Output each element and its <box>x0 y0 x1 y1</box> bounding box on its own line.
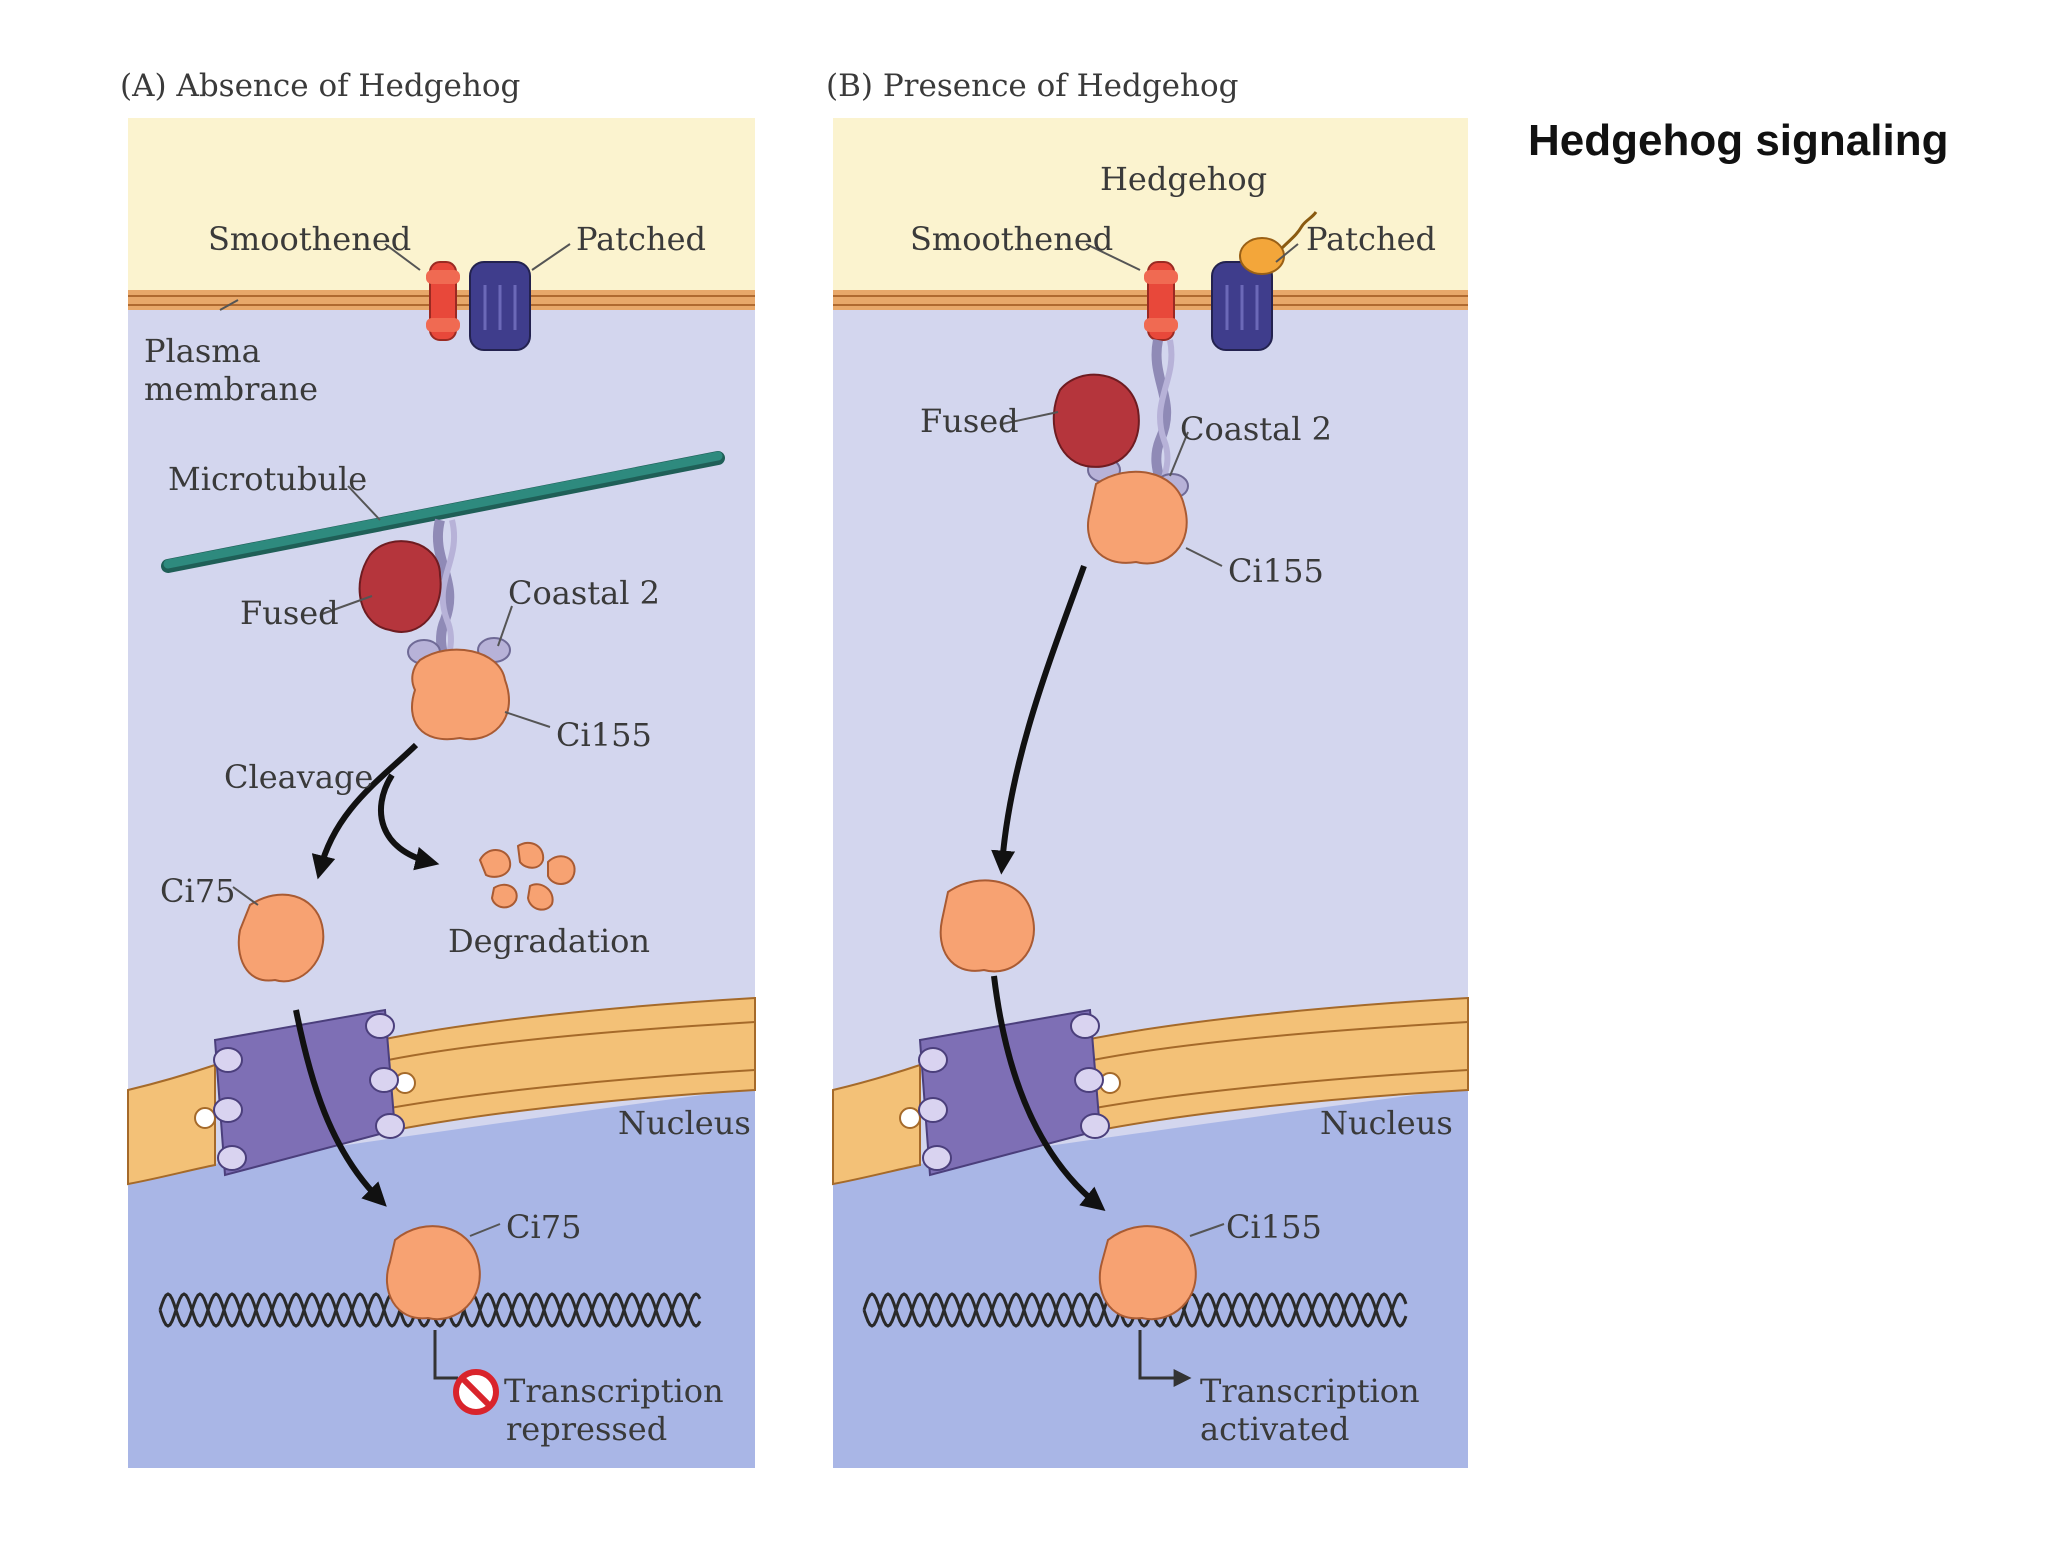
label-ci75-top: Ci75 <box>160 872 235 910</box>
panel-a-ci75-cytoplasm <box>237 893 325 983</box>
panel-b-ci155-nucleus <box>1098 1225 1197 1321</box>
panel-b-patched <box>1211 261 1273 351</box>
panel-b-fused <box>1052 373 1140 468</box>
label-smoothened-b: Smoothened <box>910 220 1113 258</box>
label-patched-b: Patched <box>1306 220 1436 258</box>
panel-a-title: (A) Absence of Hedgehog <box>120 68 520 104</box>
no-entry-icon <box>453 1369 499 1415</box>
label-ci155: Ci155 <box>556 716 652 754</box>
label-plasma: Plasma <box>144 332 261 370</box>
panel-b-ci155-mid <box>939 879 1035 973</box>
label-transcription: Transcription <box>504 1372 724 1410</box>
panel-b-nuclear-pore <box>918 1008 1110 1177</box>
panel-a-cleavage-arrow <box>311 742 419 880</box>
panel-a-degradation-fragments <box>478 841 576 911</box>
label-fused-b: Fused <box>920 402 1019 440</box>
panel-a-import-arrow <box>293 1009 387 1207</box>
panel-b-import-arrow <box>991 975 1106 1212</box>
label-membrane: membrane <box>144 370 318 408</box>
slide-title: Hedgehog signaling <box>1528 116 1949 165</box>
panel-a-nuclear-pore <box>213 1008 405 1177</box>
label-nucleus: Nucleus <box>618 1104 751 1142</box>
panel-a: (A) Absence of Hedgehog <box>120 68 756 1468</box>
panel-a-smoothened <box>426 261 460 341</box>
label-transcription-b: Transcription <box>1200 1372 1420 1410</box>
panel-b-activation-arrow <box>1138 1330 1192 1387</box>
label-cleavage: Cleavage <box>224 758 373 796</box>
label-microtubule: Microtubule <box>168 460 367 498</box>
panel-a-degradation-arrow <box>377 773 440 871</box>
panel-b-hedgehog <box>1239 211 1318 275</box>
label-repressed: repressed <box>506 1410 667 1448</box>
panel-b-title: (B) Presence of Hedgehog <box>826 68 1239 104</box>
label-ci155-b-bottom: Ci155 <box>1226 1208 1322 1246</box>
label-smoothened: Smoothened <box>208 220 411 258</box>
panel-a-fused <box>358 540 442 633</box>
label-ci75-bottom: Ci75 <box>506 1208 581 1246</box>
label-coastal2-b: Coastal 2 <box>1180 410 1332 448</box>
label-hedgehog: Hedgehog <box>1100 160 1267 198</box>
panel-b-smoothened <box>1144 261 1178 341</box>
panel-a-nuclear-envelope <box>127 996 756 1186</box>
panel-b-translocation-arrow <box>991 564 1087 875</box>
label-ci155-b-top: Ci155 <box>1228 552 1324 590</box>
label-fused: Fused <box>240 594 339 632</box>
panel-a-patched <box>469 261 531 351</box>
panel-b-ci155-cytoplasm <box>1087 470 1188 565</box>
panel-a-ci75-nucleus <box>385 1225 481 1321</box>
panel-a-ci155 <box>411 648 510 741</box>
label-nucleus-b: Nucleus <box>1320 1104 1453 1142</box>
label-coastal2: Coastal 2 <box>508 574 660 612</box>
panel-b-nuclear-envelope <box>832 996 1469 1186</box>
label-patched: Patched <box>576 220 706 258</box>
panel-b: (B) Presence of Hedgehog <box>826 68 1469 1468</box>
label-degradation: Degradation <box>448 922 650 960</box>
label-activated: activated <box>1200 1410 1350 1448</box>
